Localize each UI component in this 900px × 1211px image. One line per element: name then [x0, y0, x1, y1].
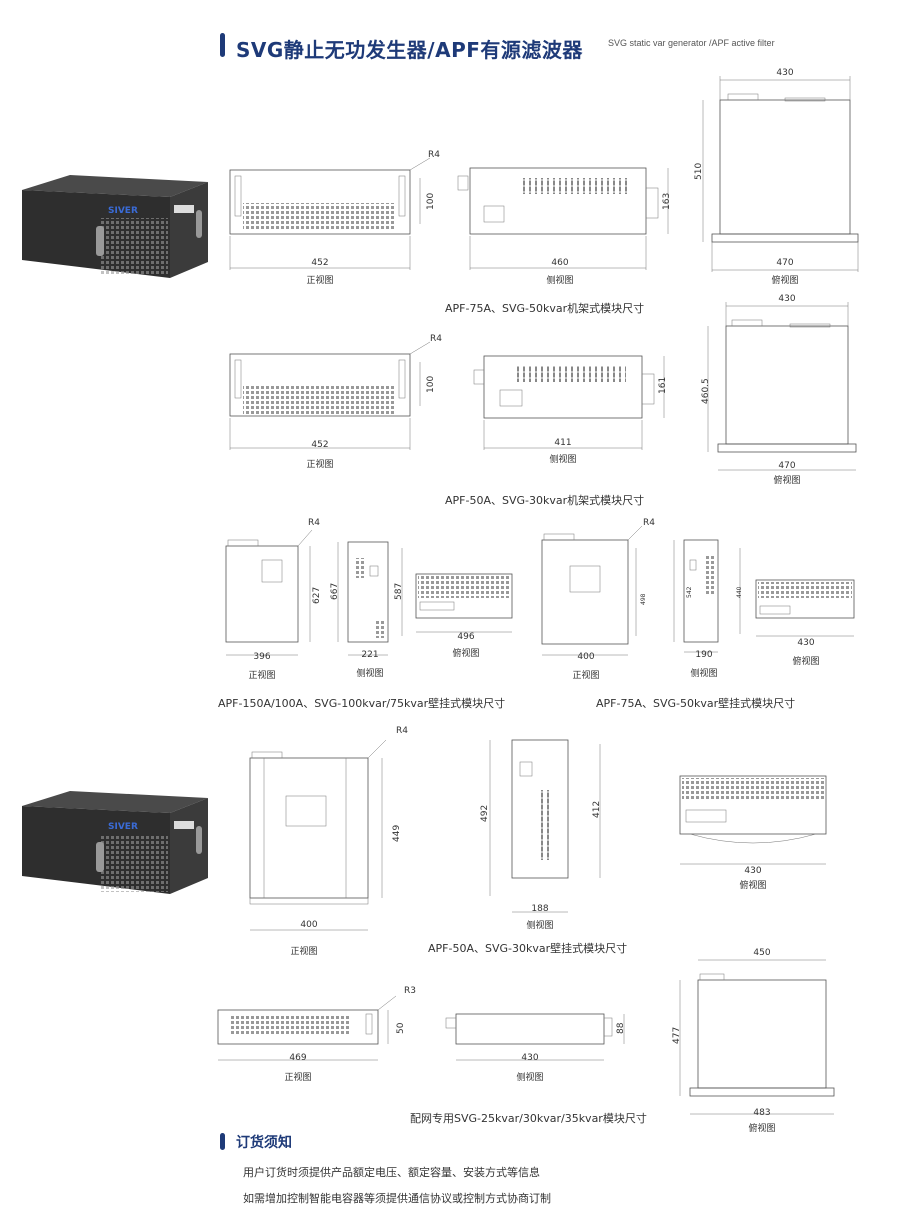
notice-accent-bar [220, 1133, 225, 1150]
s5-radius: R4 [396, 726, 408, 736]
s3-front-label: 正视图 [248, 671, 276, 681]
s4-front-label: 正视图 [572, 671, 600, 681]
s4-side-drawing [673, 539, 741, 653]
notice-line-1: 用户订货时须提供产品额定电压、额定容量、安装方式等信息 [243, 1166, 540, 1179]
s2-side-width: 411 [554, 438, 572, 448]
s5-top-width: 430 [744, 866, 762, 876]
s2-front-height: 100 [426, 375, 436, 393]
s3-front-width: 396 [253, 652, 271, 662]
s6-top-label: 俯视图 [748, 1124, 776, 1134]
s4-side-height2: 440 [736, 586, 743, 598]
s3-front-drawing [225, 529, 313, 656]
s3-top-drawing [415, 573, 513, 633]
s5-side-label: 侧视图 [526, 921, 554, 931]
notice-line-2: 如需增加控制智能电容器等须提供通信协议或控制方式协商订制 [243, 1192, 551, 1205]
s6-front-height: 50 [396, 1022, 406, 1034]
s1-front-width: 452 [311, 258, 329, 268]
s6-top-width: 483 [753, 1108, 771, 1118]
s4-front-width: 400 [577, 652, 595, 662]
brand-logo-1: SIVER [108, 206, 138, 216]
s2-front-drawing [229, 341, 431, 450]
s2-front-width: 452 [311, 440, 329, 450]
s6-side-height: 88 [616, 1022, 626, 1034]
notice-title: 订货须知 [236, 1135, 292, 1151]
s1-side-drawing [457, 167, 669, 270]
s6-radius: R3 [404, 986, 416, 996]
product-photo-1 [22, 175, 208, 278]
s1-top-width: 470 [776, 258, 794, 268]
s5-top-drawing [679, 775, 827, 865]
s6-front-label: 正视图 [284, 1073, 312, 1083]
s5-side-drawing [489, 739, 601, 913]
s1-side-width: 460 [551, 258, 569, 268]
s3-radius: R4 [308, 518, 320, 528]
s4-top-label: 俯视图 [792, 657, 820, 667]
s1-side-label: 侧视图 [546, 276, 574, 286]
s5-front-label: 正视图 [290, 947, 318, 957]
s4-front-drawing [541, 525, 643, 656]
s6-front-drawing [217, 995, 397, 1061]
s4-side-label: 侧视图 [690, 669, 718, 679]
s3-side-drawing [337, 541, 403, 656]
s4-caption: APF-75A、SVG-50kvar壁挂式模块尺寸 [596, 697, 796, 710]
s1-top-label: 俯视图 [771, 276, 799, 286]
s1-caption: APF-75A、SVG-50kvar机架式模块尺寸 [445, 302, 645, 315]
page-title: SVG静止无功发生器/APF有源滤波器 [236, 38, 583, 62]
s6-front-width: 469 [289, 1053, 307, 1063]
s3-top-width: 496 [457, 632, 475, 642]
title-accent-bar [220, 33, 225, 57]
s6-side-label: 侧视图 [516, 1073, 544, 1083]
s1-top-depth: 510 [694, 162, 704, 180]
s6-top-drawing [679, 959, 835, 1115]
s2-top-drawing [707, 302, 857, 471]
s1-front-height: 100 [426, 192, 436, 210]
s6-side-width: 430 [521, 1053, 539, 1063]
s2-top-label: 俯视图 [773, 476, 801, 486]
s4-side-width: 190 [695, 650, 713, 660]
s5-side-height2: 412 [592, 800, 602, 818]
s3-top-label: 俯视图 [452, 649, 480, 659]
s1-top-drawing [702, 76, 859, 272]
s2-top-width2: 430 [778, 294, 796, 304]
s6-top-depth: 477 [672, 1026, 682, 1044]
s1-side-height: 163 [662, 192, 672, 210]
s6-top-width2: 450 [753, 948, 771, 958]
s1-top-width2: 430 [776, 68, 794, 78]
s4-top-width: 430 [797, 638, 815, 648]
s2-radius: R4 [430, 334, 442, 344]
s3-side-label: 侧视图 [356, 669, 384, 679]
s4-radius: R4 [643, 518, 655, 528]
s2-top-depth: 460.5 [701, 378, 711, 404]
s2-caption: APF-50A、SVG-30kvar机架式模块尺寸 [445, 494, 645, 507]
s4-top-drawing [755, 579, 855, 637]
s5-side-width: 188 [531, 904, 549, 914]
s6-side-drawing [445, 1013, 625, 1061]
s2-side-label: 侧视图 [549, 455, 577, 465]
s2-side-drawing [473, 355, 665, 450]
s5-top-label: 俯视图 [739, 881, 767, 891]
page-subtitle: SVG static var generator /APF active fil… [608, 38, 775, 48]
s3-side-width: 221 [361, 650, 379, 660]
s5-side-height: 492 [480, 804, 490, 822]
s2-top-width: 470 [778, 461, 796, 471]
s3-side-height: 667 [330, 582, 340, 600]
s6-caption: 配网专用SVG-25kvar/30kvar/35kvar模块尺寸 [410, 1112, 647, 1125]
s1-front-drawing [229, 157, 431, 270]
s2-front-label: 正视图 [306, 460, 334, 470]
s1-front-label: 正视图 [306, 276, 334, 286]
s3-caption: APF-150A/100A、SVG-100kvar/75kvar壁挂式模块尺寸 [218, 697, 506, 710]
s5-caption: APF-50A、SVG-30kvar壁挂式模块尺寸 [428, 942, 628, 955]
s1-radius: R4 [428, 150, 440, 160]
s3-front-height: 627 [312, 586, 322, 604]
s5-front-height: 449 [392, 824, 402, 842]
s2-side-height: 161 [658, 376, 668, 394]
product-photo-2 [22, 791, 208, 894]
s5-front-drawing [249, 739, 387, 931]
s3-side-height2: 587 [394, 582, 404, 600]
s4-side-height: 542 [686, 586, 693, 598]
s4-front-height: 498 [640, 593, 647, 605]
s5-front-width: 400 [300, 920, 318, 930]
brand-logo-2: SIVER [108, 822, 138, 832]
